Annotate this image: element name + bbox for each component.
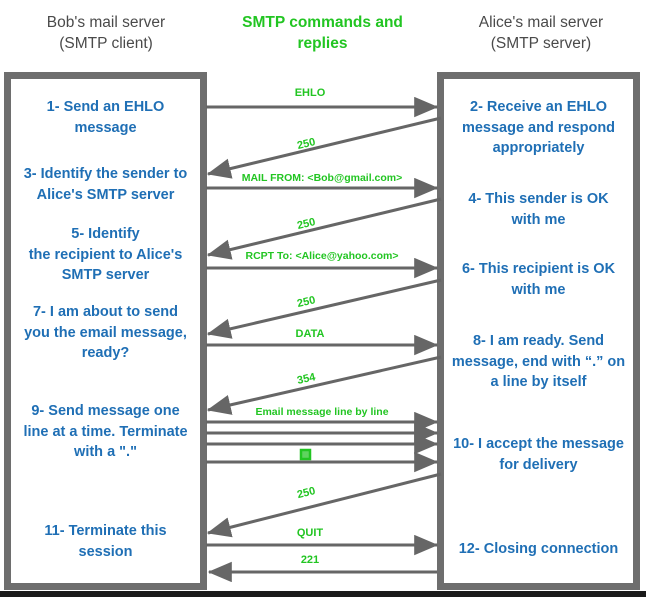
header-center: SMTP commands and replies <box>215 12 430 54</box>
server-step-8: 8- I am ready. Send message, end with “.… <box>451 333 626 390</box>
server-step-2: 2- Receive an EHLO message and respond a… <box>461 99 616 156</box>
server-panel: 2- Receive an EHLO message and respond a… <box>437 72 640 590</box>
label-mail-from: MAIL FROM: <Bob@gmail.com> <box>242 172 403 184</box>
server-step-10: 10- I accept the message for delivery <box>453 436 624 473</box>
header-center-line2: replies <box>297 35 348 52</box>
label-quit: QUIT <box>297 527 324 539</box>
client-step-9: 9- Send message one line at a time. Term… <box>23 403 188 460</box>
client-step-7: 7- I am about to send you the email mess… <box>24 304 187 361</box>
server-step-12: 12- Closing connection <box>458 541 619 557</box>
arrow-reply-250-d <box>206 472 442 538</box>
arrow-reply-250-a <box>206 116 442 179</box>
header-client-line1: Bob's mail server <box>46 14 166 31</box>
label-rcpt-to: RCPT To: <Alice@yahoo.com> <box>246 250 399 262</box>
label-data: DATA <box>296 328 325 340</box>
server-step-4: 4- This sender is OK with me <box>468 191 609 228</box>
header-server: Alice's mail server (SMTP server) <box>441 12 641 54</box>
header-server-line1: Alice's mail server <box>478 14 604 31</box>
client-panel: 1- Send an EHLO message 3- Identify the … <box>4 72 207 590</box>
label-ehlo: EHLO <box>295 87 326 99</box>
server-step-6: 6- This recipient is OK with me <box>461 261 616 298</box>
arrow-reply-250-b <box>206 197 442 260</box>
header-client-line2: (SMTP client) <box>59 35 153 52</box>
client-step-11: 11- Terminate this session <box>44 523 167 560</box>
client-panel-inner: 1- Send an EHLO message 3- Identify the … <box>11 79 200 583</box>
label-354: 354 <box>296 371 317 387</box>
header-center-line1: SMTP commands and <box>242 14 403 31</box>
message-terminator-marker <box>299 448 312 461</box>
header-server-line2: (SMTP server) <box>490 35 592 52</box>
header-client: Bob's mail server (SMTP client) <box>6 12 206 54</box>
bottom-band <box>0 591 646 597</box>
label-email-body: Email message line by line <box>255 406 388 418</box>
client-step-3: 3- Identify the sender to Alice's SMTP s… <box>23 166 188 203</box>
label-250-d: 250 <box>296 485 317 501</box>
label-250-b: 250 <box>296 216 317 232</box>
label-250-c: 250 <box>296 294 317 310</box>
arrow-reply-354 <box>206 355 442 415</box>
server-panel-inner: 2- Receive an EHLO message and respond a… <box>444 79 633 583</box>
label-221: 221 <box>301 554 319 566</box>
arrow-reply-250-c <box>206 278 442 339</box>
client-step-1: 1- Send an EHLO message <box>46 99 165 136</box>
label-250-a: 250 <box>296 136 317 152</box>
